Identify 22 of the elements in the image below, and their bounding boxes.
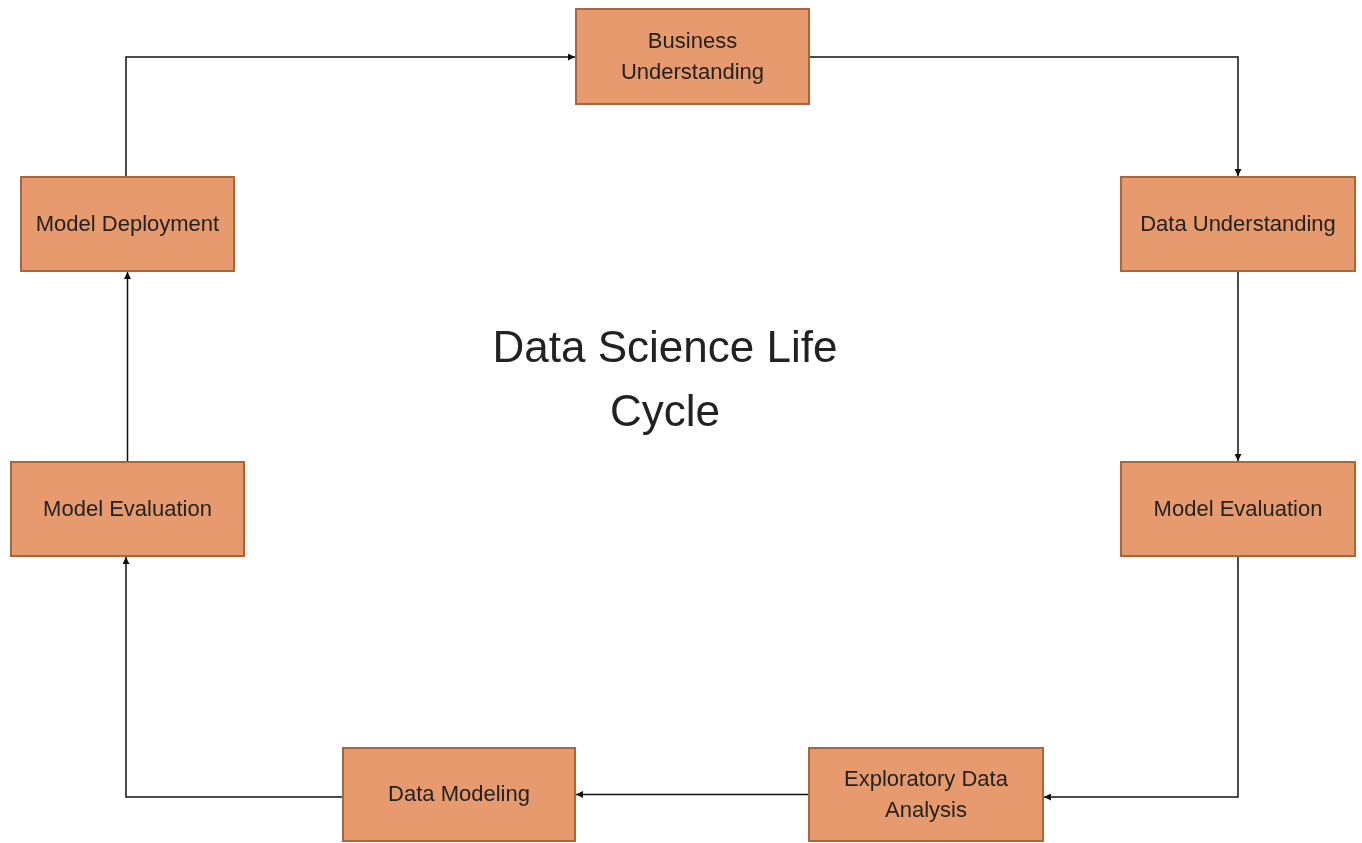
step-label: Model Evaluation: [1152, 494, 1324, 523]
arrow: [809, 56, 1242, 177]
arrow: [122, 556, 343, 798]
process-box: [342, 747, 576, 842]
process-box: [1120, 461, 1356, 557]
step-label: Data Understanding: [1139, 209, 1337, 238]
process-box: [10, 461, 245, 557]
step-label: Business Understanding: [619, 26, 766, 86]
arrow: [124, 271, 131, 462]
arrow: [1234, 271, 1242, 462]
process-box: [575, 8, 810, 105]
process-box: [1120, 176, 1356, 272]
process-box: [20, 176, 235, 272]
process-box: [808, 747, 1044, 842]
arrow: [575, 791, 809, 798]
step-label: Model Evaluation: [42, 494, 213, 523]
step-label: Exploratory Data Analysis: [843, 764, 1009, 824]
arrow: [125, 53, 576, 177]
arrow: [1043, 556, 1239, 801]
step-label: Model Deployment: [34, 209, 221, 238]
step-label: Data Modeling: [387, 780, 531, 809]
diagram-title: Data Science Life Cycle: [491, 321, 839, 437]
